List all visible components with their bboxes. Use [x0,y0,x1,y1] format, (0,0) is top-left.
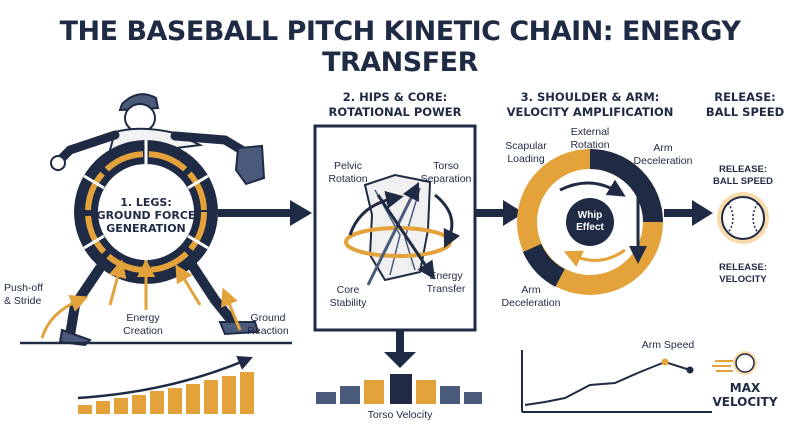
ground-reaction-line-2: Reaction [247,324,289,337]
release-header-2: BALL SPEED [705,105,785,119]
arm-deceleration-right-label: Arm Deceleration [628,142,698,167]
arm-decel-right-line-2: Deceleration [633,154,693,167]
ball-speed-line-2: BALL SPEED [712,176,773,187]
legs-center-label: 1. LEGS: GROUND FORCE GENERATION [96,196,196,235]
ground-force-arrows [40,259,242,339]
pelvic-rotation-label: Pelvic Rotation [322,160,374,185]
legs-ring [74,140,218,284]
ground-force-bars [77,355,254,414]
whip-line-1: Whip [577,210,603,221]
hips-core-header-1: 2. HIPS & CORE: [342,90,448,104]
shoulder-ring [517,149,663,295]
energy-creation-line-2: Creation [123,324,163,337]
release-velocity-line-2: VELOCITY [719,274,767,285]
push-off-label: Push-off & Stride [4,282,64,307]
max-velocity-label: MAX VELOCITY [700,381,790,409]
arm-deceleration-left-label: Arm Deceleration [496,284,566,309]
push-off-line-1: Push-off [4,282,43,294]
external-rotation-label: External Rotation [562,126,618,151]
core-stability-label: Core Stability [322,284,374,309]
core-line-1: Core [336,284,360,296]
release-velocity-line-1: RELEASE: [718,262,768,273]
ground-reaction-line-1: Ground [250,312,286,324]
pelvic-line-1: Pelvic [333,160,362,172]
external-line-2: Rotation [570,138,610,151]
shoulder-arm-header-1: 3. SHOULDER & ARM: [520,90,660,104]
arm-decel-left-line-2: Deceleration [501,296,561,309]
torso-sep-line-1: Torso [433,160,459,172]
energy-transfer-label: Energy Transfer [420,270,472,295]
max-velocity-line-1: MAX [729,381,761,395]
arm-decel-left-line-1: Arm [521,284,541,296]
torso-velocity-label: Torso Velocity [367,409,433,421]
scapular-loading-label: Scapular Loading [498,140,554,165]
torso-sep-line-2: Separation [420,172,472,185]
flow-arrow-down [384,330,416,368]
whip-effect-label: Whip Effect [566,210,614,234]
flow-arrow-3 [664,200,713,226]
legs-subtitle-2: GENERATION [106,222,186,235]
arm-decel-right-line-1: Arm [653,142,673,154]
torso-separation-label: Torso Separation [418,160,474,185]
baseball-release-icon [717,192,769,244]
baseball-max-icon [712,351,757,375]
page-title: THE BASEBALL PITCH KINETIC CHAIN: ENERGY… [59,16,741,78]
hips-core-header-2: ROTATIONAL POWER [328,105,462,119]
shoulder-arm-header: 3. SHOULDER & ARM: VELOCITY AMPLIFICATIO… [505,90,675,120]
energy-creation-label: Energy Creation [108,312,178,337]
ball-speed-label: RELEASE: BALL SPEED [700,164,786,188]
energy-creation-line-1: Energy [126,312,160,324]
push-off-line-2: & Stride [4,294,42,307]
shoulder-arm-header-2: VELOCITY AMPLIFICATION [506,105,674,119]
release-header-1: RELEASE: [714,90,776,104]
energy-transfer-line-1: Energy [429,270,463,282]
legs-subtitle-1: GROUND FORCE [96,209,196,222]
core-line-2: Stability [329,296,367,309]
torso-velocity-bars [316,374,482,404]
arm-speed-chart [521,350,712,413]
whip-line-2: Effect [576,222,604,233]
energy-transfer-line-2: Transfer [426,282,466,295]
external-line-1: External [570,126,610,138]
release-velocity-label: RELEASE: VELOCITY [700,262,786,286]
ground-reaction-label: Ground Reaction [238,312,298,337]
scapular-line-2: Loading [507,152,545,165]
legs-title: 1. LEGS: [120,196,172,209]
hips-core-header: 2. HIPS & CORE: ROTATIONAL POWER [310,90,480,120]
ball-speed-line-1: RELEASE: [718,164,768,175]
scapular-line-1: Scapular [505,140,547,152]
release-header: RELEASE: BALL SPEED [700,90,790,120]
flow-arrow-2 [475,200,524,226]
flow-arrow-1 [218,200,312,226]
pelvic-line-2: Rotation [328,172,368,185]
torso-illustration [344,173,461,286]
max-velocity-line-2: VELOCITY [712,395,778,409]
arm-speed-label: Arm Speed [641,339,695,351]
